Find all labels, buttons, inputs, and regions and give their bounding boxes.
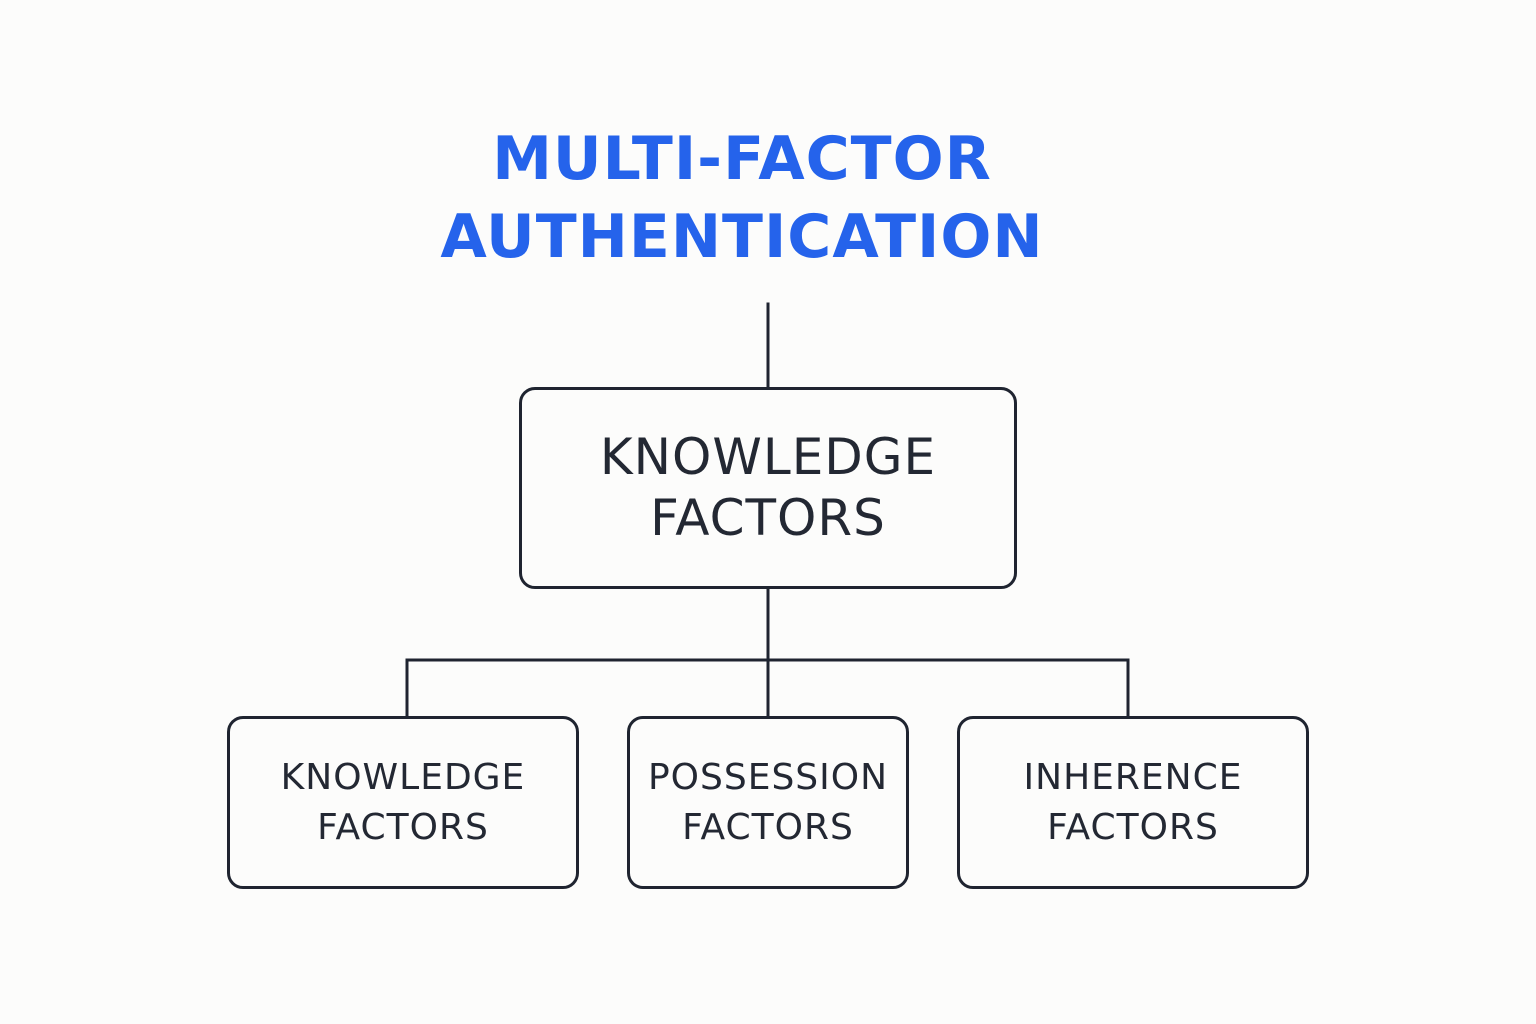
- child-node-label-line-1: INHERENCE: [1023, 756, 1243, 798]
- child-node-label-line-2: FACTORS: [682, 806, 854, 848]
- child-node-label-line-2: FACTORS: [1047, 806, 1219, 848]
- child-node-label-line-1: KNOWLEDGE: [280, 756, 526, 798]
- child-node-label-line-2: FACTORS: [317, 806, 489, 848]
- child-node-label-line-1: POSSESSION: [647, 756, 889, 798]
- root-node-knowledge-factors: KNOWLEDGE FACTORS: [519, 387, 1017, 589]
- child-node-knowledge-factors: KNOWLEDGE FACTORS: [227, 716, 579, 889]
- diagram-title-line-1: MULTI-FACTOR: [492, 124, 992, 194]
- child-node-possession-factors: POSSESSION FACTORS: [627, 716, 909, 889]
- diagram-title-line-2: AUTHENTICATION: [440, 202, 1044, 272]
- diagram-title: MULTI-FACTOR AUTHENTICATION: [0, 120, 1484, 276]
- root-node-label-line-2: FACTORS: [650, 489, 886, 547]
- child-node-inherence-factors: INHERENCE FACTORS: [957, 716, 1309, 889]
- root-node-label-line-1: KNOWLEDGE: [599, 428, 937, 486]
